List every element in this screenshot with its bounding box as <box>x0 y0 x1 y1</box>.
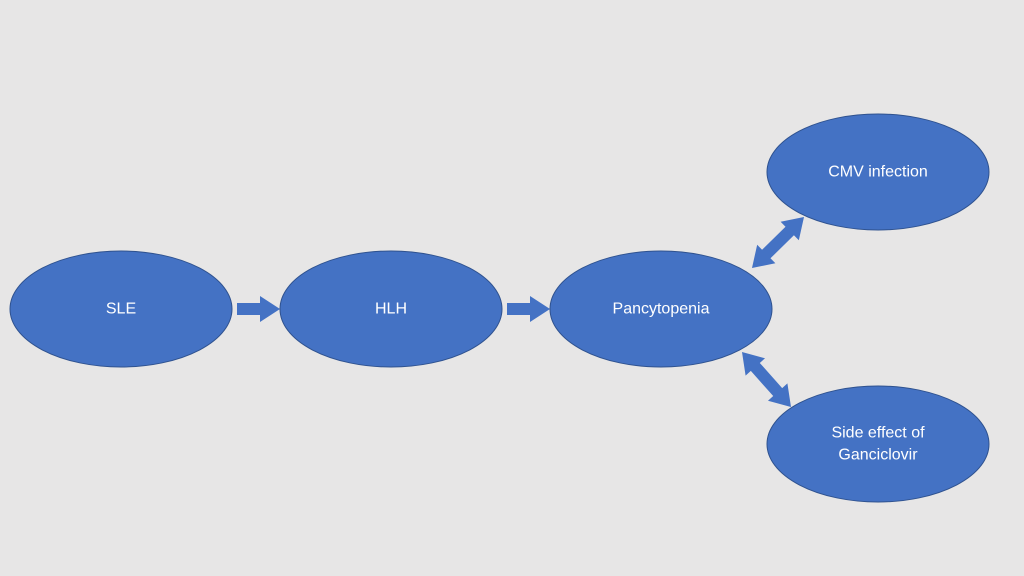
double-arrow-pancytopenia-cmv <box>752 217 804 268</box>
node-hlh: HLH <box>279 250 503 368</box>
node-label: CMV infection <box>828 164 928 181</box>
node-label: SLE <box>106 301 136 318</box>
node-label: Side effect of <box>831 425 925 442</box>
node-ganciclovir: Side effect of Ganciclovir <box>766 385 990 503</box>
arrow-sle-hlh <box>237 296 280 322</box>
node-ellipse <box>766 113 990 231</box>
node-sle: SLE <box>9 250 233 368</box>
node-ellipse <box>9 250 233 368</box>
node-cmv: CMV infection <box>766 113 990 231</box>
double-arrow-pancytopenia-ganciclovir <box>742 352 791 407</box>
node-label: Ganciclovir <box>838 447 918 464</box>
node-ellipse <box>549 250 773 368</box>
node-label: HLH <box>375 301 407 318</box>
node-ellipse <box>766 385 990 503</box>
node-pancytopenia: Pancytopenia <box>549 250 773 368</box>
node-ellipse <box>279 250 503 368</box>
arrow-hlh-pancytopenia <box>507 296 550 322</box>
node-label: Pancytopenia <box>613 301 710 318</box>
